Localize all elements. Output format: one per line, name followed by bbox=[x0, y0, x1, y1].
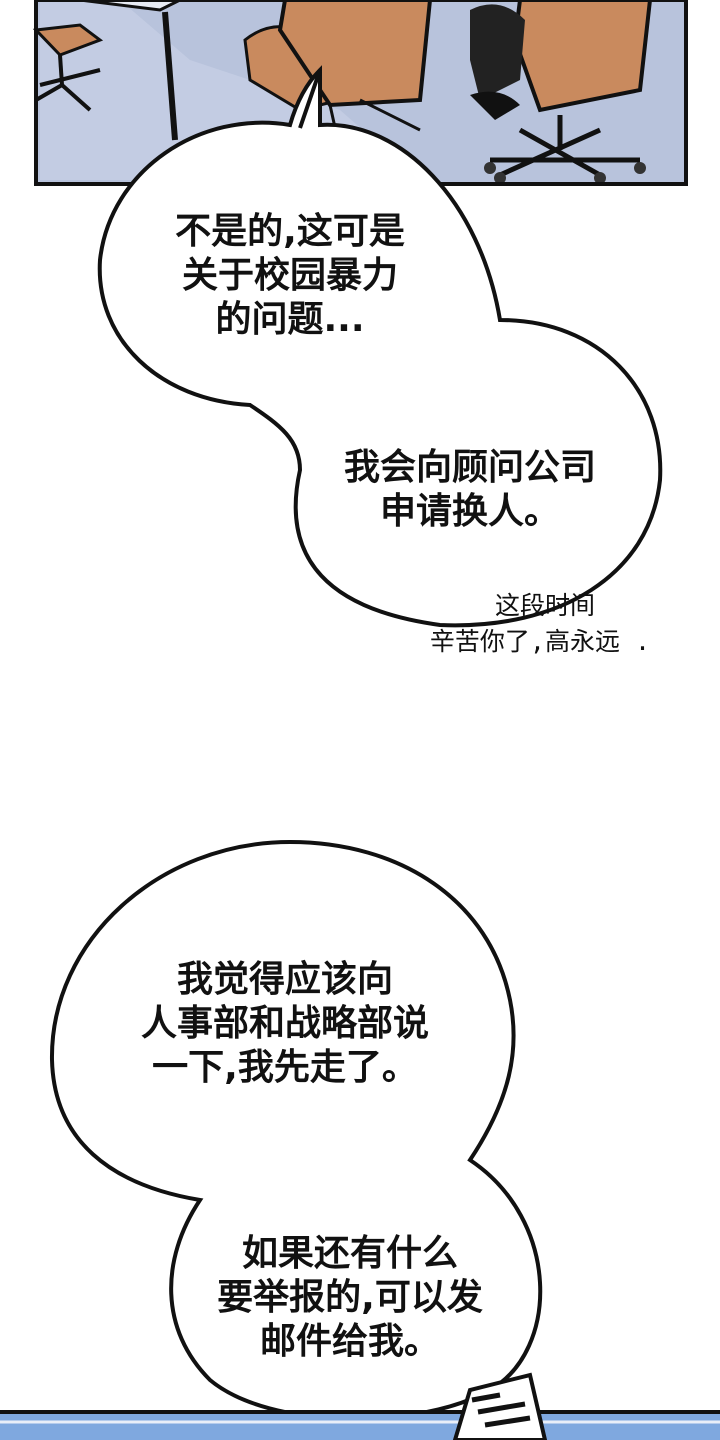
text-line: 人事部和战略部说 bbox=[140, 1002, 429, 1044]
chair-left bbox=[32, 23, 104, 112]
bubble-4-text: 如果还有什么 要举报的,可以发 邮件给我。 bbox=[170, 1232, 530, 1364]
text-line: 申请换人。 bbox=[379, 490, 560, 532]
bubble-1-text: 不是的,这可是 关于校园暴力 的问题... bbox=[120, 210, 460, 342]
text-line: 的问题... bbox=[215, 298, 365, 340]
text-line: 我觉得应该向 bbox=[176, 959, 393, 1000]
text-line: 不是的,这可是 bbox=[175, 211, 405, 252]
bubble-3-text: 我觉得应该向 人事部和战略部说 一下,我先走了。 bbox=[90, 958, 480, 1090]
text-line: 一下,我先走了。 bbox=[152, 1046, 418, 1088]
text-line: 这段时间 bbox=[494, 591, 595, 620]
bottom-panel bbox=[0, 1372, 720, 1440]
aside-text: 这段时间 辛苦你了,高永远 . bbox=[390, 588, 690, 661]
chair-right bbox=[470, 0, 653, 184]
text-line: 如果还有什么 bbox=[241, 1233, 458, 1274]
speech-bubble-top bbox=[97, 65, 663, 628]
text-line: 邮件给我。 bbox=[259, 1320, 440, 1362]
bubble-2-text: 我会向顾问公司 申请换人。 bbox=[300, 446, 640, 534]
text-line: 辛苦你了,高永远 . bbox=[429, 627, 651, 657]
text-line: 关于校园暴力 bbox=[181, 254, 398, 296]
text-line: 我会向顾问公司 bbox=[343, 447, 596, 488]
text-line: 要举报的,可以发 bbox=[217, 1276, 483, 1318]
